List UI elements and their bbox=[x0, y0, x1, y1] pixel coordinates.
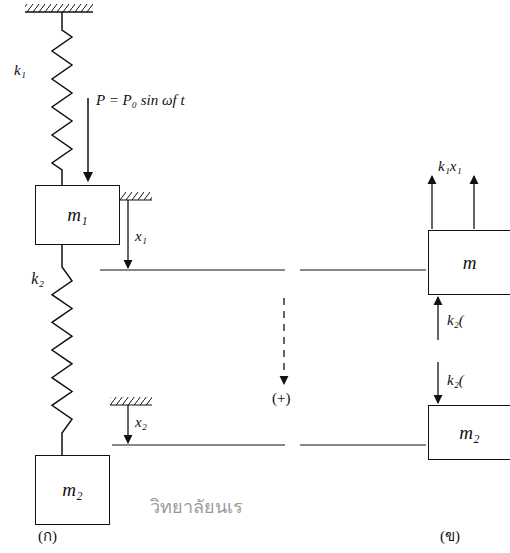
mass-block: m bbox=[428, 230, 510, 295]
force-label: k₁x₁ bbox=[438, 158, 462, 175]
mass-label: m₂ bbox=[62, 479, 82, 501]
mass-block: m₁ bbox=[35, 185, 120, 245]
mass-block: m₂ bbox=[428, 405, 510, 460]
displacement-arrow bbox=[127, 200, 128, 268]
force-arrow bbox=[87, 98, 89, 181]
mass-label: m bbox=[463, 252, 477, 274]
ceiling-line bbox=[25, 11, 93, 13]
force-label: k₂( bbox=[447, 372, 464, 389]
reference-line bbox=[300, 270, 426, 271]
force-arrow bbox=[473, 176, 474, 229]
displacement-label: x₁ bbox=[135, 228, 147, 245]
spring-connector bbox=[52, 245, 72, 455]
mass-label: m₂ bbox=[459, 422, 479, 444]
reference-line bbox=[300, 445, 426, 446]
sign-arrow bbox=[283, 298, 284, 384]
displacement-label: x₂ bbox=[135, 414, 147, 431]
figure-tag: (ก) bbox=[38, 528, 57, 545]
spring-label: k₁ bbox=[14, 62, 26, 79]
force-arrow bbox=[437, 297, 438, 340]
mass-block: m₂ bbox=[35, 455, 110, 525]
spring-label: k₂ bbox=[29, 270, 46, 288]
mass-label: m₁ bbox=[67, 204, 87, 226]
spring-symbol bbox=[52, 12, 72, 185]
reference-line bbox=[112, 445, 285, 446]
force-label: P = P₀ sin ωf t bbox=[96, 92, 185, 109]
displacement-arrow bbox=[127, 405, 128, 443]
force-arrow bbox=[431, 176, 432, 229]
force-label: k₂( bbox=[447, 312, 464, 329]
sign-label: (+) bbox=[272, 390, 290, 407]
ground-line bbox=[110, 404, 152, 405]
ground-hatch bbox=[25, 4, 93, 12]
figure-tag: (ข) bbox=[440, 528, 460, 545]
reference-line bbox=[100, 270, 285, 271]
ground-hatch bbox=[110, 397, 152, 405]
watermark: วิทยาลัยนเร bbox=[150, 498, 243, 518]
force-arrow bbox=[437, 362, 438, 403]
